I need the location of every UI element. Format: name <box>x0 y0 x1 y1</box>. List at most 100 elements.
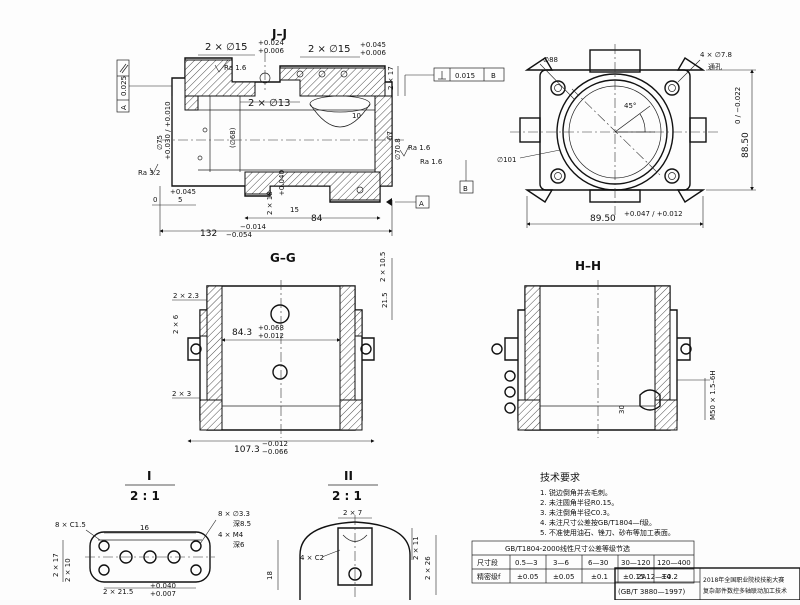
tr-through: 通孔 <box>708 62 722 71</box>
gg-d-107-3: 107.3 <box>234 445 260 455</box>
detail-i-threads: 4 × M4 <box>218 531 244 539</box>
detail-i-21-5-tol-l: +0.007 <box>150 590 176 598</box>
tb-note1: 2018年全国职业院校技能大赛 <box>703 576 784 584</box>
tb-note2: 复杂部件数控多轴联动加工技术 <box>703 587 787 595</box>
jj-len-tol-l: −0.054 <box>226 231 252 239</box>
gg-d-107-tol-u: −0.012 <box>262 440 288 448</box>
jj-ra16a: Ra 1.6 <box>224 64 247 72</box>
gg-d-2x2-3: 2 × 2.3 <box>173 292 199 300</box>
table-h2: 3—6 <box>553 559 569 567</box>
jj-len-84: 84 <box>311 214 323 224</box>
jj-v-dim2: +0.040 <box>278 170 286 196</box>
jj-dia-70-8: ∅70.8 <box>394 138 402 160</box>
tr-width-tol: +0.047 / +0.012 <box>624 210 683 218</box>
jj-hole-mid: 2 × ∅13 <box>248 98 291 109</box>
jj-hole-right: 2 × ∅15 <box>308 44 351 55</box>
perp-value: 0.015 <box>455 72 475 80</box>
jj-len-5: 5 <box>178 196 182 204</box>
table-r3: ±0.1 <box>591 573 608 581</box>
detail-i-holes: 8 × ∅3.3 <box>218 510 250 518</box>
detail-ii-scale: 2 : 1 <box>332 489 362 503</box>
gg-d-107-tol-l: −0.066 <box>262 448 288 456</box>
jj-ra32: Ra 3.2 <box>138 169 160 177</box>
detail-i-2x10: 2 × 10 <box>64 558 72 582</box>
jj-v-2x18: 2 × 18 <box>266 191 274 215</box>
detail-i-2x17: 2 × 17 <box>52 553 60 577</box>
tech-item-5: 5. 不准使用油石、锉刀、砂布等加工表面。 <box>540 528 675 537</box>
tech-requirements: 技术要求 1. 锐边倒角并去毛刺。 2. 未注圆角半径R0.15。 3. 未注倒… <box>540 471 675 537</box>
tr-angle: 45° <box>624 102 636 110</box>
jj-len-0: 0 <box>153 196 157 204</box>
gg-d-2x10-5: 2 × 10.5 <box>379 252 387 282</box>
tech-title: 技术要求 <box>540 471 580 484</box>
jj-ra16c: Ra 1.6 <box>420 158 443 166</box>
table-h1: 0.5—3 <box>515 559 538 567</box>
jj-dia-75: ∅75 <box>156 135 164 150</box>
parallel-ref: A <box>120 105 128 110</box>
tolerance-table: GB/T1804-2000线性尺寸公差等级节选 尺寸段 0.5—3 3—6 6—… <box>471 540 695 584</box>
table-r1: ±0.05 <box>517 573 538 581</box>
view-top-right: 45° ∅88 4 × ∅7.8 通孔 ∅101 89.50 +0.047 / … <box>497 44 756 228</box>
tech-item-3: 3. 未注倒角半径C0.3。 <box>540 508 614 517</box>
perp-frame <box>433 67 505 82</box>
table-h5: 120—400 <box>657 559 691 567</box>
gg-d-21-5: 21.5 <box>381 292 389 308</box>
detail-ii-4xc2: 4 × C2 <box>300 554 324 562</box>
datum-b: B <box>463 185 468 193</box>
tr-dia-101: ∅101 <box>497 156 516 164</box>
tr-holes: 4 × ∅7.8 <box>700 51 732 59</box>
gg-d-84-3-tol-l: +0.012 <box>258 332 284 340</box>
jj-dia-67: 67 <box>386 131 394 140</box>
jj-hole-right-tol-u: +0.045 <box>360 41 386 49</box>
view-gg-title: G–G <box>270 251 296 265</box>
jj-dia-75-tol: +0.030 / +0.010 <box>164 101 172 160</box>
title-block: 2A12—T4 (GB/T 3880—1997) 2018年全国职业院校技能大赛… <box>614 567 800 601</box>
detail-ii-18: 18 <box>266 571 274 580</box>
table-h3: 6—30 <box>588 559 608 567</box>
view-hh-title: H–H <box>575 259 601 273</box>
jj-hole-left-tol-l: +0.006 <box>258 47 284 55</box>
tech-item-1: 1. 锐边倒角并去毛刺。 <box>540 488 612 497</box>
jj-hatch-bottom <box>244 171 381 201</box>
detail-ii-2x11: 2 × 11 <box>412 536 420 560</box>
detail-i-title: I <box>147 469 151 483</box>
gg-d-2x3: 2 × 3 <box>172 390 191 398</box>
tech-item-4: 4. 未注尺寸公差按GB/T1804—f级。 <box>540 518 656 527</box>
view-jj-title: J–J <box>271 27 287 41</box>
gg-d-84-3-tol-u: +0.068 <box>258 324 284 332</box>
detail-ii-title: II <box>344 469 353 483</box>
tr-dia-88: ∅88 <box>543 56 558 64</box>
table-r0: 精密级f <box>477 572 501 581</box>
jj-hole-left-tol-u: +0.024 <box>258 39 284 47</box>
table-h4: 30—120 <box>621 559 650 567</box>
hh-d-30: 30 <box>618 405 626 414</box>
detail-i-chamfer: 8 × C1.5 <box>55 521 86 529</box>
detail-ii-2x7: 2 × 7 <box>343 509 362 517</box>
perp-ref: B <box>491 72 496 80</box>
hh-outline <box>517 285 678 431</box>
table-r4: ±0.15 <box>623 573 644 581</box>
jj-dim-2x17: 2 × 17 <box>387 66 395 90</box>
jj-ra16b: Ra 1.6 <box>408 144 431 152</box>
detail-i-deep-8-5: 深8.5 <box>233 519 251 528</box>
tb-standard: (GB/T 3880—1997) <box>618 588 685 596</box>
detail-i-21-5-tol-u: +0.040 <box>150 582 176 590</box>
tb-material: 2A12—T4 <box>637 573 671 581</box>
jj-paren-68: (∅68) <box>229 127 237 148</box>
jj-dim-15: 15 <box>290 206 299 214</box>
tr-height-tol: 0 / −0.022 <box>734 87 742 124</box>
hh-d-m50: M50 × 1.5–6H <box>709 370 717 420</box>
jj-hatch-right-wall <box>374 95 393 187</box>
jj-hole-left: 2 × ∅15 <box>205 42 248 53</box>
jj-hatch-top-right <box>279 67 386 97</box>
detail-ii: II 2 : 1 2 × 7 2 × 11 4 × C2 18 2 × 26 <box>266 469 437 600</box>
datum-a: A <box>419 200 424 208</box>
jj-tol-5: +0.045 <box>170 188 196 196</box>
jj-hatch-left <box>184 95 199 111</box>
parallel-value: 0.025 <box>120 76 128 96</box>
table-caption: GB/T1804-2000线性尺寸公差等级节选 <box>505 544 630 553</box>
detail-i-deep-6: 深6 <box>233 540 245 549</box>
tr-width: 89.50 <box>590 214 616 224</box>
